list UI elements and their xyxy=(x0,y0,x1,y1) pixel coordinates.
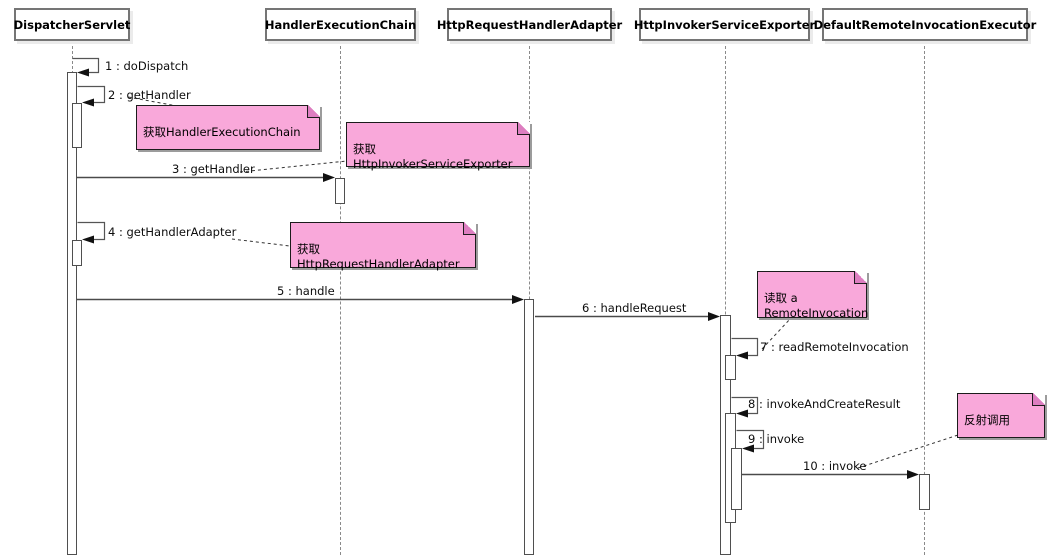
note-connector-msg3 xyxy=(239,160,348,173)
message-6-arrowhead-icon xyxy=(708,312,720,321)
note-get-http-request-handler-adapter: 获取HttpRequestHandlerAdapter xyxy=(290,222,476,271)
lifeline-http-request-handler-adapter xyxy=(529,41,530,555)
self-message-1-line xyxy=(72,57,100,74)
participant-dispatcher-servlet: DispatcherServlet xyxy=(14,8,130,41)
self-message-1-arrowhead-icon xyxy=(77,68,89,77)
note-text: 获取HttpInvokerServiceExporter xyxy=(353,142,513,171)
participant-handler-execution-chain: HandlerExecutionChain xyxy=(265,8,416,41)
self-message-8-line xyxy=(731,396,759,415)
note-text: 获取HandlerExecutionChain xyxy=(143,125,301,139)
participant-http-request-handler-adapter: HttpRequestHandlerAdapter xyxy=(437,8,622,41)
note-get-handler-execution-chain: 获取HandlerExecutionChain xyxy=(136,105,320,150)
lifeline-default-remote-invocation-executor xyxy=(924,41,925,555)
note-fold-corner-icon xyxy=(463,222,476,235)
activation-dispatcher-servlet-msg2 xyxy=(72,103,82,148)
lifeline-handler-execution-chain xyxy=(340,41,341,555)
self-message-7-arrowhead-icon xyxy=(736,351,748,360)
message-label-4: 4 : getHandlerAdapter xyxy=(108,225,237,239)
message-label-3: 3 : getHandler xyxy=(172,162,255,176)
lifeline-http-invoker-service-exporter xyxy=(725,41,726,555)
self-message-2-line xyxy=(77,85,106,104)
self-message-8-arrowhead-icon xyxy=(736,409,748,418)
note-reflection-call: 反射调用 xyxy=(957,393,1045,438)
note-text: 获取HttpRequestHandlerAdapter xyxy=(297,242,460,271)
activation-exporter-msg7 xyxy=(725,355,736,380)
note-read-remote-invocation: 读取 a RemoteInvocation xyxy=(757,271,869,320)
message-label-9: 9 : invoke xyxy=(748,432,805,446)
self-message-4-line xyxy=(77,221,106,241)
message-label-1: 1 : doDispatch xyxy=(105,59,189,73)
activation-exporter-msg9 xyxy=(731,448,742,510)
participant-default-remote-invocation-executor: DefaultRemoteInvocationExecutor xyxy=(814,8,1036,41)
message-label-5: 5 : handle xyxy=(277,284,335,298)
self-message-2-arrowhead-icon xyxy=(82,98,94,107)
self-message-4-arrowhead-icon xyxy=(82,235,94,244)
activation-handler-execution-chain xyxy=(335,178,345,204)
message-label-2: 2 : getHandler xyxy=(108,88,191,102)
note-connector-msg4 xyxy=(231,238,291,247)
self-message-9-line xyxy=(736,429,765,450)
note-fold-corner-icon xyxy=(1032,393,1045,406)
participant-http-invoker-service-exporter: HttpInvokerServiceExporter xyxy=(634,8,815,41)
message-3-arrowhead-icon xyxy=(323,173,335,182)
note-connector-msg10 xyxy=(857,434,959,469)
message-label-7: 7 : readRemoteInvocation xyxy=(760,340,909,354)
self-message-9-arrowhead-icon xyxy=(742,444,754,453)
note-get-http-invoker-service-exporter: 获取HttpInvokerServiceExporter xyxy=(346,122,530,171)
message-label-8: 8 : invokeAndCreateResult xyxy=(748,397,901,411)
activation-dispatcher-servlet-msg4 xyxy=(72,240,82,266)
note-text: 读取 a RemoteInvocation xyxy=(764,291,869,320)
note-fold-corner-icon xyxy=(854,271,867,284)
note-fold-corner-icon xyxy=(307,105,320,118)
message-label-6: 6 : handleRequest xyxy=(582,301,687,315)
message-label-10: 10 : invoke xyxy=(803,459,867,473)
note-text: 反射调用 xyxy=(964,413,1010,427)
note-fold-corner-icon xyxy=(517,122,530,135)
message-5-arrowhead-icon xyxy=(512,295,524,304)
message-10-arrowhead-icon xyxy=(907,470,919,479)
self-message-7-line xyxy=(731,337,759,357)
activation-remote-invocation-executor xyxy=(919,474,930,510)
note-connector-msg7 xyxy=(761,317,792,350)
